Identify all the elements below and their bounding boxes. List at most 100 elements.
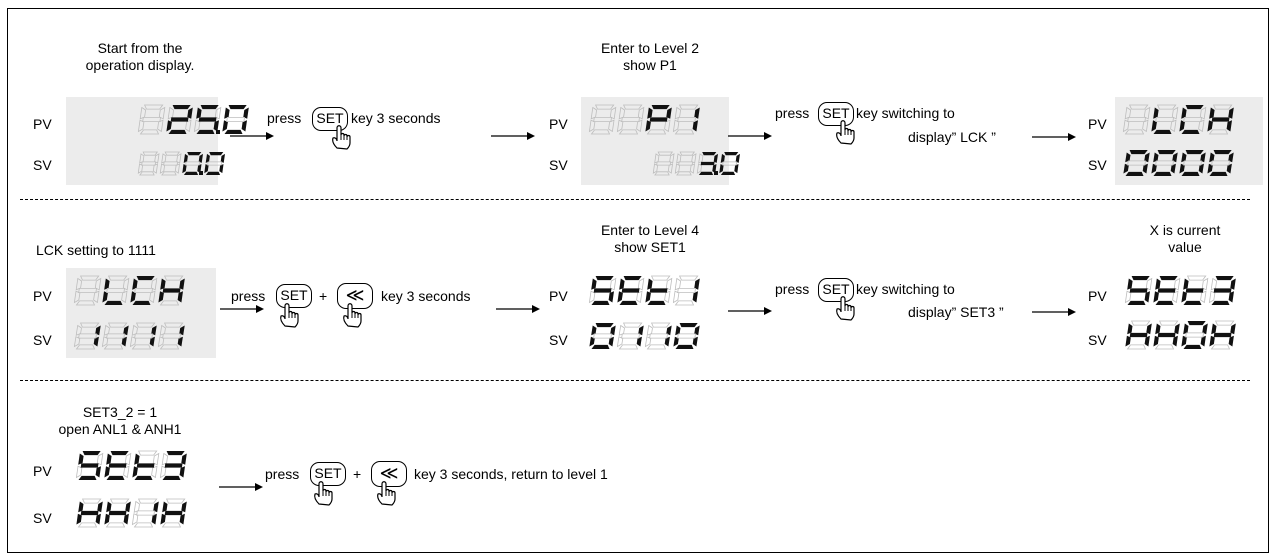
left-shift-key-icon: ≪	[337, 283, 373, 309]
ghost-digit	[1151, 150, 1178, 176]
pv-digits-set3	[1124, 275, 1236, 305]
ghost-digit	[616, 104, 645, 135]
ghost-digit	[101, 322, 129, 350]
pv-label: PV	[33, 463, 52, 479]
arrow-4	[1032, 133, 1076, 141]
set-key-icon: SET	[276, 284, 312, 308]
press-text: press	[775, 105, 810, 121]
ghost-digit	[76, 498, 103, 528]
ghost-digit	[644, 322, 672, 350]
ghost-digit	[588, 104, 617, 135]
ghost-digit	[1151, 104, 1179, 134]
ghost-digit	[719, 152, 740, 175]
ghost-digit	[672, 275, 700, 306]
action-text-2: display” SET3 ”	[908, 304, 1004, 320]
action-text: key 3 seconds	[381, 288, 471, 304]
ghost-digit	[617, 276, 645, 305]
set-key-icon: SET	[310, 462, 346, 486]
set-key-icon: SET	[312, 107, 348, 131]
caption-level2: Enter to Level 2 show P1	[600, 40, 700, 73]
ghost-digit	[158, 275, 185, 306]
sv-digits-xx1x	[76, 498, 187, 528]
display-lck	[1115, 97, 1263, 185]
sv-label: SV	[33, 332, 52, 348]
ghost-digit	[132, 450, 160, 480]
ghost-digit	[102, 275, 130, 305]
arrow-8	[1032, 308, 1076, 316]
ghost-digit	[137, 104, 166, 135]
sv-label: SV	[549, 157, 568, 173]
pv-digits	[588, 104, 700, 135]
pv-label: PV	[1088, 116, 1107, 132]
arrow-2	[491, 132, 535, 140]
ghost-digit	[616, 322, 644, 350]
ghost-digit	[674, 151, 697, 176]
ghost-digit	[166, 105, 193, 134]
ghost-digit	[1125, 320, 1152, 350]
action-text: key 3 seconds	[351, 110, 441, 126]
press-text: press	[267, 110, 302, 126]
caption-current-value: X is current value	[1149, 222, 1221, 255]
ghost-digit	[182, 152, 203, 175]
ghost-digit	[159, 151, 182, 176]
arrow-3	[728, 132, 772, 140]
pv-digits	[73, 275, 185, 306]
sv-digits	[137, 151, 225, 176]
pv-label: PV	[549, 116, 568, 132]
pv-digits-set3	[75, 450, 187, 480]
set-key-icon: SET	[818, 102, 854, 126]
ghost-digit	[1179, 105, 1207, 134]
hand-press-icon	[836, 120, 855, 145]
ghost-digit	[1181, 321, 1208, 349]
diagram-frame	[7, 8, 1269, 553]
caption-lck-setting: LCK setting to 1111	[36, 242, 156, 258]
ghost-digit	[1207, 104, 1234, 135]
caption-level4: Enter to Level 4 show SET1	[600, 222, 700, 255]
sv-label: SV	[549, 332, 568, 348]
press-text: press	[775, 281, 810, 297]
pv-label: PV	[33, 288, 52, 304]
decimal-point	[199, 171, 203, 175]
ghost-digit	[137, 151, 160, 176]
ghost-digit	[1208, 276, 1236, 305]
ghost-digit	[73, 275, 102, 306]
ghost-digit	[104, 498, 131, 528]
ghost-digit	[160, 498, 187, 528]
caption-start: Start from the operation display.	[85, 40, 195, 73]
ghost-digit	[222, 105, 249, 134]
ghost-digit	[157, 322, 185, 350]
pv-label: PV	[1088, 288, 1107, 304]
decimal-point	[714, 171, 718, 175]
ghost-digit	[159, 451, 187, 480]
hand-press-icon	[836, 296, 855, 321]
ghost-digit	[130, 276, 158, 305]
decimal-point	[216, 130, 220, 134]
ghost-digit	[1124, 276, 1153, 305]
arrow-9	[219, 483, 263, 491]
arrow-1	[230, 132, 274, 140]
sv-label: SV	[1088, 157, 1107, 173]
ghost-digit	[1181, 275, 1209, 305]
ghost-digit	[652, 151, 675, 176]
sv-digits-set1	[589, 322, 700, 350]
ghost-digit	[1122, 104, 1151, 135]
ghost-digit	[73, 322, 101, 350]
press-text: press	[231, 288, 266, 304]
pv-digits-set1	[588, 275, 700, 306]
ghost-digit	[589, 323, 616, 349]
ghost-digit	[204, 152, 225, 175]
caption-set3-2: SET3_2 = 1 open ANL1 & ANH1	[58, 404, 182, 437]
display-lck-1111	[66, 268, 216, 358]
hand-press-icon	[377, 481, 396, 506]
display-operation	[66, 97, 249, 185]
pv-label: PV	[549, 288, 568, 304]
ghost-digit	[645, 105, 672, 135]
separator-2	[20, 380, 1250, 381]
set-key-icon: SET	[818, 278, 854, 302]
ghost-digit	[193, 105, 222, 134]
pv-digits	[137, 104, 249, 135]
ghost-digit	[1153, 276, 1181, 305]
sv-digits-xx0x	[1125, 320, 1236, 350]
ghost-digit	[1179, 150, 1206, 176]
sv-label: SV	[33, 510, 52, 526]
